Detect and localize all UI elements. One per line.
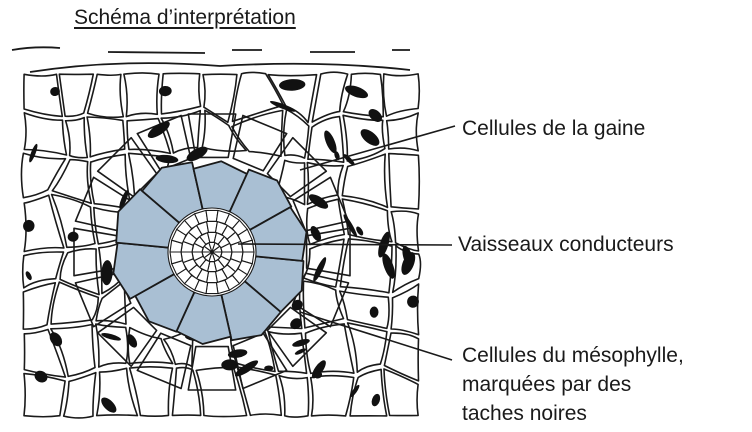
mesophyll-cell [21,153,65,197]
radial-mesophyll-cell [137,333,191,388]
label-vaisseaux-conducteurs: Vaisseaux conducteurs [458,230,674,259]
dark-mark [32,368,49,384]
mesophyll-cell [124,73,159,117]
mesophyll-cell [51,325,95,377]
label-cellules-gaine: Cellules de la gaine [462,114,645,143]
dark-mark [101,260,113,286]
mesophyll-cell [172,368,200,416]
leader-line-gaine [300,126,455,170]
leader-line-vaisseaux [238,244,452,245]
mesophyll-cell [383,74,419,116]
mesophyll-cell [389,154,420,209]
dark-mark [22,219,36,234]
dark-mark [291,337,310,348]
dark-mark [99,395,119,415]
mesophyll-cell [312,72,348,122]
mesophyll-cell [387,113,419,151]
label-mesophylle-line-2: marquées par des [462,370,684,399]
mesophyll-cell [66,118,88,158]
dark-mark [24,270,33,281]
dark-mark [322,129,339,155]
label-mesophylle-line-3: taches noires [462,399,684,428]
mesophyll-cell [130,367,173,416]
dark-mark [358,126,383,149]
dark-mark [67,231,79,243]
dark-mark [343,83,369,101]
mesophyll-cell [311,376,354,416]
dark-mark [370,306,379,317]
mesophyll-cell [384,369,418,416]
mesophyll-cell [88,74,124,117]
mesophyll-cell [391,284,419,335]
dark-mark [279,78,306,91]
dark-mark [28,143,39,163]
mesophyll-cell [51,282,98,324]
mesophyll-cell [348,323,387,372]
dark-mark [370,393,382,408]
mesophyll-cell [279,376,309,417]
mesophyll-cell [23,252,64,288]
mesophyll-cell [24,113,66,155]
mesophyll-cell [203,74,237,122]
dark-mark [159,86,172,97]
dark-mark [264,366,273,371]
radial-mesophyll-cell [233,116,287,171]
radial-mesophyll-cell [233,333,287,388]
vascular-vessels [168,208,256,296]
epidermis-lines [12,47,410,72]
mesophyll-cell [306,324,354,374]
mesophyll-cell [64,373,96,418]
label-mesophylle-line-1: Cellules du mésophylle, [462,341,684,370]
label-cellules-mesophylle: Cellules du mésophylle, marquées par des… [462,341,684,428]
mesophyll-cell [233,72,284,121]
mesophyll-cell [237,367,281,415]
dark-mark [101,331,122,342]
